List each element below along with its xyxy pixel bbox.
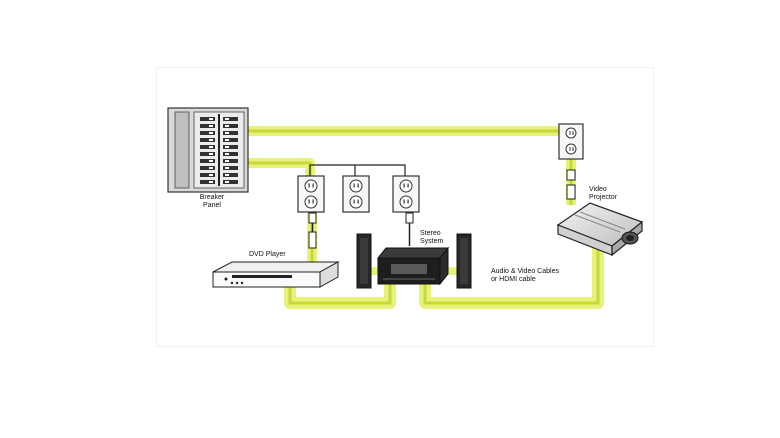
wall-outlet bbox=[392, 175, 420, 213]
breaker-switch bbox=[223, 124, 238, 128]
breaker-switch bbox=[200, 131, 215, 135]
breaker-switch bbox=[200, 145, 215, 149]
breaker-switch bbox=[223, 138, 238, 142]
outlet-projector bbox=[558, 123, 584, 160]
label-projector-line1: Video bbox=[589, 186, 607, 193]
speaker-right bbox=[456, 233, 472, 289]
breaker-toggle bbox=[225, 167, 229, 169]
label-stereo-line2: System bbox=[420, 238, 444, 245]
label-breaker-line2: Panel bbox=[203, 202, 221, 209]
breaker-toggle bbox=[225, 139, 229, 141]
label-cables-line1: Audio & Video Cables bbox=[491, 268, 559, 275]
breaker-switch bbox=[200, 166, 215, 170]
breaker-toggle bbox=[209, 146, 213, 148]
breaker-switch bbox=[223, 173, 238, 177]
speaker-left bbox=[356, 233, 372, 289]
label-breaker-line1: Breaker bbox=[199, 194, 225, 201]
label-projector-line2: Projector bbox=[589, 194, 618, 201]
video-projector bbox=[556, 202, 644, 257]
breaker-switch bbox=[223, 117, 238, 121]
breaker-toggle bbox=[225, 146, 229, 148]
label-cables: Audio & Video Cables or HDMI cable bbox=[491, 268, 559, 284]
plug-stereo bbox=[405, 212, 414, 246]
breaker-switch bbox=[200, 180, 215, 184]
breaker-toggle bbox=[225, 160, 229, 162]
breaker-toggle bbox=[209, 132, 213, 134]
breaker-switch bbox=[200, 138, 215, 142]
av-cables bbox=[284, 242, 604, 309]
label-video-projector: Video Projector bbox=[589, 186, 617, 202]
stereo-receiver bbox=[376, 246, 450, 286]
wall-outlet bbox=[297, 175, 325, 213]
breaker-switch bbox=[223, 159, 238, 163]
breaker-switches bbox=[200, 117, 238, 184]
breaker-switch bbox=[223, 166, 238, 170]
plug-projector bbox=[566, 169, 576, 200]
plug-dvd bbox=[308, 212, 317, 249]
breaker-switch bbox=[223, 145, 238, 149]
breaker-toggle bbox=[209, 139, 213, 141]
breaker-toggle bbox=[225, 125, 229, 127]
breaker-toggle bbox=[225, 174, 229, 176]
breaker-switch bbox=[200, 159, 215, 163]
dvd-player bbox=[212, 261, 340, 288]
breaker-switch bbox=[200, 152, 215, 156]
breaker-toggle bbox=[209, 167, 213, 169]
breaker-switch bbox=[223, 131, 238, 135]
breaker-switch bbox=[200, 117, 215, 121]
breaker-switch bbox=[200, 173, 215, 177]
breaker-toggle bbox=[225, 181, 229, 183]
wall-outlets bbox=[297, 175, 420, 213]
breaker-toggle bbox=[209, 118, 213, 120]
breaker-toggle bbox=[209, 153, 213, 155]
breaker-toggle bbox=[225, 118, 229, 120]
label-breaker-panel: Breaker Panel bbox=[192, 194, 232, 210]
breaker-toggle bbox=[225, 153, 229, 155]
breaker-toggle bbox=[209, 160, 213, 162]
breaker-toggle bbox=[209, 125, 213, 127]
breaker-toggle bbox=[209, 181, 213, 183]
label-cables-line2: or HDMI cable bbox=[491, 276, 536, 283]
label-stereo-line1: Stereo bbox=[420, 230, 441, 237]
breaker-toggle bbox=[225, 132, 229, 134]
breaker-switch bbox=[223, 180, 238, 184]
wall-outlet bbox=[342, 175, 370, 213]
breaker-switch bbox=[200, 124, 215, 128]
breaker-switch bbox=[223, 152, 238, 156]
label-stereo-system: Stereo System bbox=[420, 230, 443, 246]
label-dvd-player: DVD Player bbox=[249, 251, 286, 258]
breaker-toggle bbox=[209, 174, 213, 176]
